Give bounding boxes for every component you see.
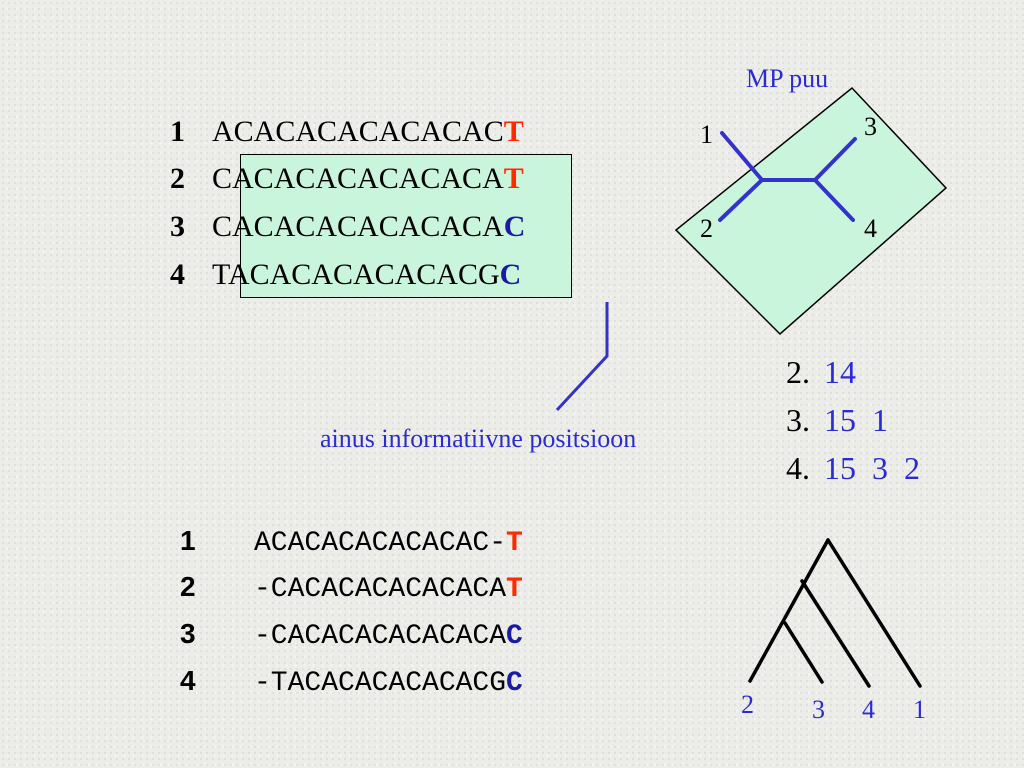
- rooted-edge-4: [800, 579, 871, 688]
- sequence-last: C: [506, 621, 523, 652]
- aligned-sequence: ACACACACACACAC-: [254, 528, 507, 559]
- score-label: 3.: [786, 402, 810, 438]
- score-values: 15 1: [824, 402, 888, 438]
- sequence-first: C: [212, 210, 233, 243]
- sequence-last: T: [503, 115, 524, 148]
- unrooted-leaf-3: 3: [864, 112, 877, 141]
- aligned-sequence: -CACACACACACACA: [254, 621, 507, 652]
- edge-3: [813, 137, 857, 182]
- sequence-last: C: [506, 668, 523, 699]
- rooted-leaf-2: 2: [741, 690, 754, 719]
- unrooted-leaf-2: 2: [700, 214, 713, 243]
- unrooted-leaf-1: 1: [700, 120, 713, 149]
- sequence-number: 1: [170, 115, 185, 148]
- informative-region-box: [240, 154, 572, 298]
- sequence-number: 4: [180, 665, 196, 696]
- sequence-first: T: [212, 258, 228, 291]
- sequence-last: T: [506, 574, 523, 605]
- sequence-number: 3: [180, 618, 196, 649]
- sequence-last: C: [499, 258, 522, 291]
- rooted-tree-edges: [748, 538, 922, 688]
- score-values: 15 3 2: [824, 450, 920, 486]
- aligned-sequence-row-3: 3 -CACACACACACACAC: [180, 618, 523, 653]
- unrooted-tree-edges: [718, 131, 857, 222]
- score-line-2: 2.14: [786, 352, 856, 392]
- aligned-sequence: -CACACACACACACA: [254, 574, 507, 605]
- sequence-first: A: [212, 115, 234, 148]
- edge-1: [720, 131, 764, 182]
- aligned-sequence: -TACACACACACACG: [254, 668, 507, 699]
- sequence-first: C: [212, 162, 233, 195]
- sequence-number: 1: [180, 525, 196, 556]
- sequence-number: 2: [180, 571, 196, 602]
- score-values: 14: [824, 354, 856, 390]
- rooted-leaf-3: 3: [812, 695, 825, 724]
- score-label: 2.: [786, 354, 810, 390]
- callout-line: [555, 302, 609, 412]
- sequence-middle: CACACACACACAC: [233, 115, 504, 148]
- sequence-number: 2: [170, 162, 185, 195]
- sequence-last: T: [506, 528, 523, 559]
- informative-position-label: ainus informatiivne positsioon: [320, 424, 637, 453]
- sequence-last: C: [503, 210, 526, 243]
- unrooted-tree-diamond: [674, 86, 948, 336]
- aligned-sequence-row-2: 2 -CACACACACACACAT: [180, 571, 523, 606]
- edge-2: [718, 178, 764, 222]
- sequence-last: T: [503, 162, 524, 195]
- rooted-edge-root-1: [826, 538, 922, 688]
- sequence-number: 3: [170, 210, 185, 243]
- score-line-3: 3. 15 1: [786, 400, 888, 440]
- rooted-leaf-1: 1: [913, 695, 926, 724]
- mp-tree-title: MP puu: [746, 64, 829, 93]
- aligned-sequence-row-1: 1 ACACACACACACAC-T: [180, 525, 523, 560]
- edge-4: [813, 178, 855, 222]
- sequence-middle: ACACACACACACA: [232, 210, 504, 243]
- unrooted-leaf-4: 4: [864, 214, 877, 243]
- sequence-middle: ACACACACACACG: [227, 258, 500, 291]
- rooted-leaf-4: 4: [862, 695, 875, 724]
- rooted-edge-3: [783, 621, 824, 684]
- rooted-edge-root-left: [748, 538, 830, 683]
- score-label: 4.: [786, 450, 810, 486]
- aligned-sequence-row-4: 4 -TACACACACACACGC: [180, 665, 523, 700]
- sequence-number: 4: [170, 258, 185, 291]
- sequence-middle: ACACACACACACA: [232, 162, 504, 195]
- score-line-4: 4. 15 3 2: [786, 448, 920, 488]
